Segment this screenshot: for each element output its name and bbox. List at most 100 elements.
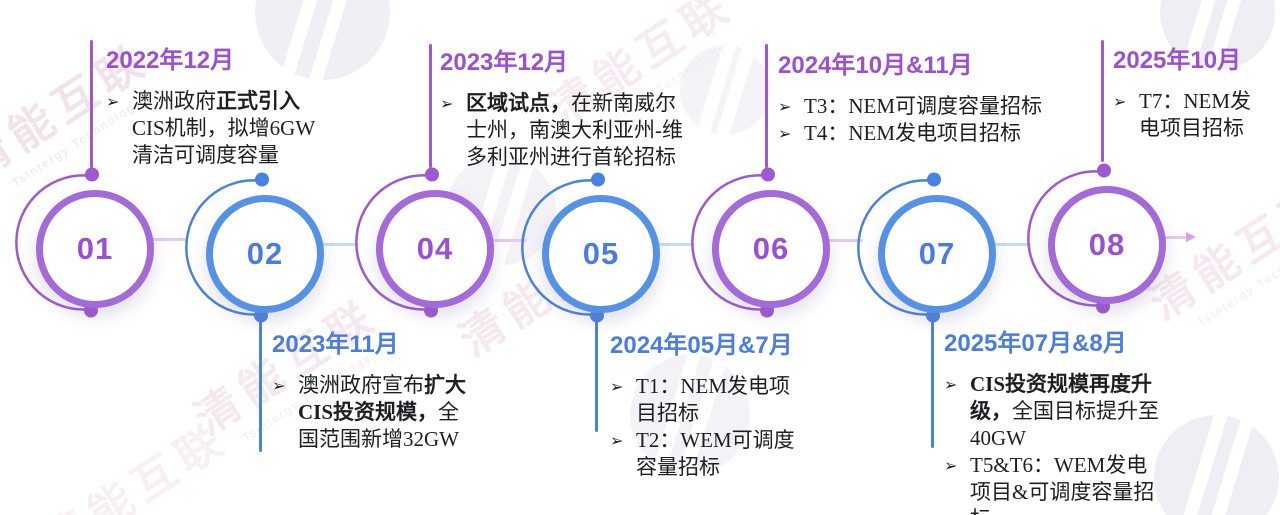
watermark-cn-text: 清能互联 <box>1164 475 1280 515</box>
bullet-text: CIS投资规模再度升级，全国目标提升至40GW <box>970 371 1165 452</box>
milestone-02-items: ➢ 澳洲政府宣布扩大CIS投资规模，全国范围新增32GW <box>272 372 470 453</box>
milestone-07-number: 07 <box>918 236 956 271</box>
text-segment-bold: 区域试点， <box>466 91 571 115</box>
milestone-05-text-block: 2024年05月&7月 ➢ T1：NEM发电项目招标 ➢ T2：WEM可调度容量… <box>610 325 801 481</box>
arrow-bullet-icon: ➢ <box>610 377 624 396</box>
text-segment: T1：NEM发电项目招标 <box>636 374 790 425</box>
bullet-item: ➢ 区域试点，在新南威尔士州，南澳大利亚州-维多利亚州进行首轮招标 <box>440 90 686 171</box>
milestone-05-arc <box>521 172 605 323</box>
milestone-06-date: 2024年10月&11月 <box>778 52 973 79</box>
milestone-06-circle: 06 <box>712 190 830 308</box>
connector-line <box>984 243 1031 246</box>
milestone-04-items: ➢ 区域试点，在新南威尔士州，南澳大利亚州-维多利亚州进行首轮招标 <box>440 90 686 171</box>
watermark-cn-text: 清能互联 <box>35 413 238 515</box>
connector-line <box>312 243 359 246</box>
milestone-08-circle: 08 <box>1048 186 1166 304</box>
bullet-text: 区域试点，在新南威尔士州，南澳大利亚州-维多利亚州进行首轮招标 <box>466 90 686 171</box>
milestone-07-date: 2025年07月&8月 <box>944 330 1127 357</box>
milestone-06-items: ➢ T3：NEM可调度容量招标 ➢ T4：NEM发电项目招标 <box>778 93 1074 147</box>
milestone-02-date: 2023年11月 <box>272 331 399 358</box>
text-segment: T4：NEM发电项目招标 <box>804 121 1021 145</box>
bullet-item: ➢ T3：NEM可调度容量招标 <box>778 93 1074 120</box>
milestone-06-text-block: 2024年10月&11月 ➢ T3：NEM可调度容量招标 ➢ T4：NEM发电项… <box>778 45 1074 147</box>
milestone-08-items: ➢ T7：NEM发电项目招标 <box>1113 88 1257 142</box>
timeline-end-arrow-icon <box>1186 232 1196 242</box>
milestone-05-date: 2024年05月&7月 <box>610 332 793 359</box>
bullet-text: T7：NEM发电项目招标 <box>1139 88 1257 142</box>
bullet-item: ➢ T5&T6：WEM发电项目&可调度容量招标 <box>944 452 1165 515</box>
arrow-bullet-icon: ➢ <box>610 431 624 450</box>
bullet-text: T1：NEM发电项目招标 <box>636 373 801 427</box>
bullet-item: ➢ T4：NEM发电项目招标 <box>778 120 1074 147</box>
milestone-04-stem-line <box>429 44 432 168</box>
milestone-02-text-block: 2023年11月 ➢ 澳洲政府宣布扩大CIS投资规模，全国范围新增32GW <box>272 324 470 453</box>
arrow-bullet-icon: ➢ <box>944 375 958 394</box>
text-segment: 澳洲政府 <box>132 89 216 113</box>
text-segment: 全国范围新增32GW <box>298 400 460 451</box>
watermark-en-text: Tsintergy Technology <box>1194 235 1280 330</box>
arrow-bullet-icon: ➢ <box>778 97 792 116</box>
bullet-item: ➢ CIS投资规模再度升级，全国目标提升至40GW <box>944 371 1165 452</box>
arrow-bullet-icon: ➢ <box>440 94 454 113</box>
arrow-bullet-icon: ➢ <box>1113 92 1127 111</box>
milestone-06-stem-line <box>765 44 768 168</box>
bullet-text: T4：NEM发电项目招标 <box>804 120 1021 147</box>
milestone-02-number: 02 <box>246 236 284 271</box>
bullet-item: ➢ T2：WEM可调度容量招标 <box>610 427 801 481</box>
text-segment-bold: 正式引入 <box>216 89 300 113</box>
milestone-01-circle: 01 <box>36 190 154 308</box>
connector-line <box>648 243 695 246</box>
milestone-08-text-block: 2025年10月 ➢ T7：NEM发电项目招标 <box>1113 40 1257 142</box>
milestone-08-date: 2025年10月 <box>1113 47 1242 74</box>
arrow-bullet-icon: ➢ <box>944 456 958 475</box>
milestone-05-items: ➢ T1：NEM发电项目招标 ➢ T2：WEM可调度容量招标 <box>610 373 801 481</box>
text-segment-bold: 扩大CIS投资规模， <box>298 373 466 424</box>
milestone-01-number: 01 <box>76 231 114 266</box>
milestone-05-circle: 05 <box>542 195 660 313</box>
bullet-text: 澳洲政府宣布扩大CIS投资规模，全国范围新增32GW <box>298 372 470 453</box>
milestone-01-text-block: 2022年12月 ➢ 澳洲政府正式引入 CIS机制，拟增6GW清洁可调度容量 <box>106 40 317 169</box>
milestone-06-number: 06 <box>752 231 790 266</box>
arrow-bullet-icon: ➢ <box>272 376 286 395</box>
bullet-text: 澳洲政府正式引入 CIS机制，拟增6GW清洁可调度容量 <box>132 88 317 169</box>
milestone-02-stem-line <box>259 318 262 452</box>
text-segment: T7：NEM发电项目招标 <box>1139 89 1251 140</box>
milestone-04-date: 2023年12月 <box>440 49 569 76</box>
arrow-bullet-icon: ➢ <box>106 92 120 111</box>
arrow-bullet-icon: ➢ <box>778 124 792 143</box>
text-segment: 全国目标提升至40GW <box>970 399 1159 450</box>
bullet-text: T5&T6：WEM发电项目&可调度容量招标 <box>970 452 1165 515</box>
text-segment: CIS机制，拟增6GW清洁可调度容量 <box>132 116 316 167</box>
milestone-01-date: 2022年12月 <box>106 47 235 74</box>
milestone-07-items: ➢ CIS投资规模再度升级，全国目标提升至40GW ➢ T5&T6：WEM发电项… <box>944 371 1165 515</box>
connector-line <box>818 239 863 242</box>
milestone-04-text-block: 2023年12月 ➢ 区域试点，在新南威尔士州，南澳大利亚州-维多利亚州进行首轮… <box>440 42 686 171</box>
milestone-05-number: 05 <box>582 236 620 271</box>
text-segment: T5&T6：WEM发电项目&可调度容量招标 <box>970 453 1155 515</box>
milestone-02-circle: 02 <box>206 195 324 313</box>
milestone-05-stem-line <box>595 318 598 432</box>
bullet-item: ➢ T1：NEM发电项目招标 <box>610 373 801 427</box>
bullet-item: ➢ 澳洲政府宣布扩大CIS投资规模，全国范围新增32GW <box>272 372 470 453</box>
connector-line <box>482 239 527 242</box>
bullet-item: ➢ T7：NEM发电项目招标 <box>1113 88 1257 142</box>
milestone-07-stem-line <box>931 318 934 448</box>
milestone-01-stem-line <box>90 40 93 168</box>
bullet-item: ➢ 澳洲政府正式引入 CIS机制，拟增6GW清洁可调度容量 <box>106 88 317 169</box>
milestone-04-number: 04 <box>416 231 454 266</box>
milestone-07-text-block: 2025年07月&8月 ➢ CIS投资规模再度升级，全国目标提升至40GW ➢ … <box>944 323 1165 515</box>
text-segment: 澳洲政府宣布 <box>298 373 424 397</box>
milestone-04-circle: 04 <box>376 190 494 308</box>
text-segment: T3：NEM可调度容量招标 <box>804 94 1042 118</box>
watermark: 清能互联 <box>29 404 238 515</box>
bullet-text: T3：NEM可调度容量招标 <box>804 93 1042 120</box>
milestone-08-stem-line <box>1101 40 1104 162</box>
connector-line <box>143 238 188 241</box>
bullet-text: T2：WEM可调度容量招标 <box>636 427 801 481</box>
text-segment-bold: CIS投资规模再度升级， <box>970 372 1153 423</box>
text-segment: 在新南威尔士州，南澳大利亚州-维多利亚州进行首轮招标 <box>466 91 683 169</box>
milestone-07-circle: 07 <box>878 195 996 313</box>
text-segment: T2：WEM可调度容量招标 <box>636 428 795 479</box>
milestone-01-items: ➢ 澳洲政府正式引入 CIS机制，拟增6GW清洁可调度容量 <box>106 88 317 169</box>
